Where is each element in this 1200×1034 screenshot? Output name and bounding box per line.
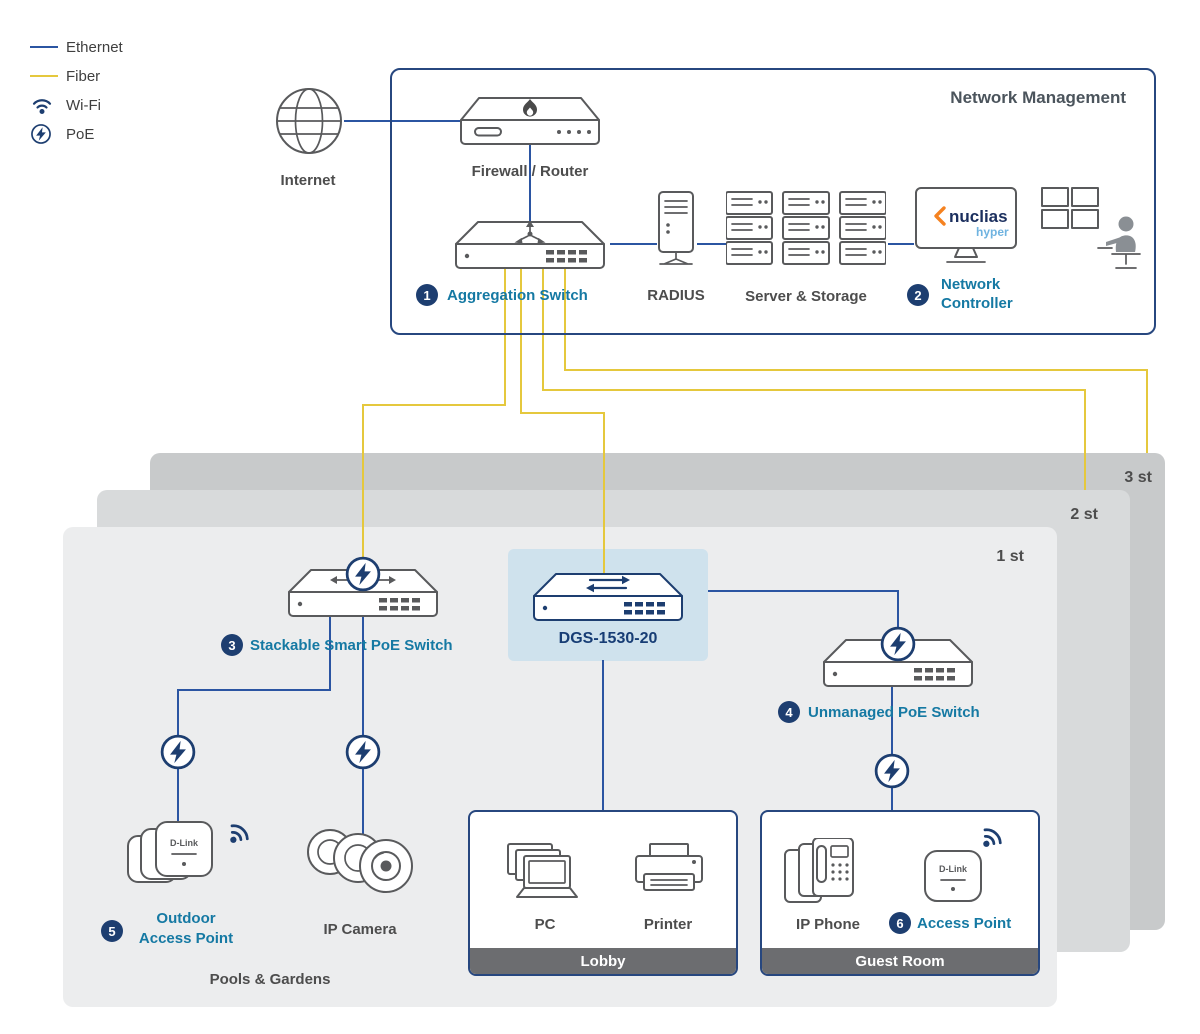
network-management-title: Network Management: [950, 88, 1126, 107]
internet-globe-icon: [274, 86, 344, 161]
poe-icon: [160, 734, 196, 775]
printer-label: Printer: [643, 916, 693, 933]
guest-room-title-bar: Guest Room: [762, 948, 1038, 974]
poe-icon: [874, 753, 910, 794]
legend-label-wifi: Wi-Fi: [66, 96, 101, 114]
ethernet-line-swatch: [30, 46, 58, 48]
dgs-1530-20-device: [530, 568, 686, 629]
dgs-label: DGS-1530-20: [558, 630, 658, 647]
ip-camera-device: [302, 826, 418, 905]
floor-3-label: 3 st: [1124, 469, 1152, 486]
badge-4: 4: [778, 701, 800, 723]
aggregation-switch-device: [452, 216, 608, 277]
firewall-router-device: [455, 94, 605, 157]
legend-item-wifi: Wi-Fi: [30, 94, 123, 116]
nuclias-logo: nuclias hyper: [934, 206, 1009, 239]
lobby-title-bar: Lobby: [470, 948, 736, 974]
wifi-icon: [969, 818, 1012, 861]
network-controller-device: nuclias hyper: [914, 186, 1018, 271]
radius-label: RADIUS: [647, 287, 705, 304]
ip-phone-device: [783, 837, 879, 911]
unmanaged-poe-switch-device: [820, 634, 976, 695]
aggregation-switch-label: Aggregation Switch: [447, 287, 588, 304]
printer-device: [626, 840, 710, 909]
keypad-dots: [831, 863, 849, 881]
floor-2-label: 2 st: [1070, 506, 1098, 523]
lobby-box: Lobby: [468, 810, 738, 976]
outdoor-access-point-device: D-Link: [126, 818, 230, 907]
legend-label-fiber: Fiber: [66, 67, 101, 85]
firewall-label: Firewall / Router: [471, 163, 589, 180]
badge-2: 2: [907, 284, 929, 306]
server-storage-device: [725, 190, 887, 273]
legend-item-ethernet: Ethernet: [30, 36, 123, 58]
poe-icon: [345, 556, 381, 597]
flame-icon: [523, 99, 537, 117]
server-storage-label: Server & Storage: [745, 288, 867, 305]
poe-icon: [345, 734, 381, 775]
outdoor-ap-label: Outdoor Access Point: [138, 910, 234, 947]
branch-arrows-icon: [514, 220, 546, 244]
guest-access-point-device: D-Link: [922, 848, 986, 913]
stack-arrows-icon: [330, 576, 396, 584]
poe-icon: [880, 626, 916, 667]
unmanaged-switch-label: Unmanaged PoE Switch: [808, 704, 980, 721]
floor-1-label: 1 st: [996, 548, 1024, 565]
wifi-icon: [30, 95, 58, 115]
legend-item-poe: PoE: [30, 123, 123, 145]
poe-icon: [30, 123, 58, 145]
uplink-arrows-icon: [586, 575, 630, 593]
fiber-line-swatch: [30, 75, 58, 77]
badge-6: 6: [889, 912, 911, 934]
internet-label: Internet: [280, 172, 336, 189]
svg-text:hyper: hyper: [976, 225, 1009, 239]
legend: Ethernet Fiber Wi-Fi PoE: [30, 36, 123, 152]
radius-server-device: [648, 190, 704, 275]
svg-text:D-Link: D-Link: [170, 838, 199, 848]
legend-item-fiber: Fiber: [30, 65, 123, 87]
badge-3: 3: [221, 634, 243, 656]
person-icon: [1097, 216, 1141, 269]
svg-text:nuclias: nuclias: [949, 207, 1008, 226]
pools-gardens-label: Pools & Gardens: [209, 971, 331, 988]
stackable-switch-label: Stackable Smart PoE Switch: [250, 637, 453, 654]
svg-text:D-Link: D-Link: [939, 864, 968, 874]
pc-label: PC: [534, 916, 556, 933]
guest-ap-label: Access Point: [917, 915, 1012, 932]
legend-label-ethernet: Ethernet: [66, 38, 123, 56]
network-controller-label: Network Controller: [941, 276, 1013, 312]
badge-5: 5: [101, 920, 123, 942]
legend-label-poe: PoE: [66, 125, 95, 143]
ip-phone-label: IP Phone: [796, 916, 860, 933]
badge-1: 1: [416, 284, 438, 306]
pc-device: [504, 842, 588, 909]
ip-camera-label: IP Camera: [323, 921, 397, 938]
operator-workstation-icon: [1040, 184, 1152, 277]
